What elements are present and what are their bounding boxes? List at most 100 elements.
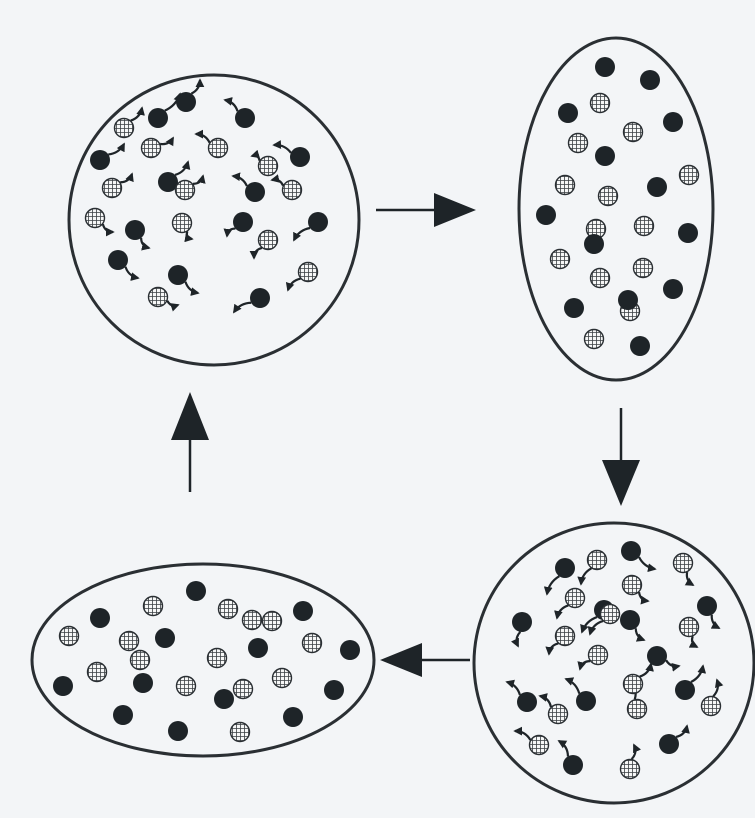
motion-arrow [515, 731, 530, 740]
panel-bottom-right [474, 523, 754, 803]
hatched-particle [623, 576, 649, 602]
motion-arrow [639, 592, 648, 601]
hatched-particle [624, 123, 643, 142]
dark-particle [214, 689, 234, 709]
hatched-particle [591, 94, 610, 113]
motion-arrow [125, 267, 138, 278]
hatched-particle [208, 649, 227, 668]
hatched-particle [219, 600, 238, 619]
motion-arrow [712, 615, 719, 628]
dark-particle [186, 581, 206, 601]
dark-particle [133, 673, 153, 693]
dark-particle [640, 70, 660, 90]
motion-arrow [252, 156, 260, 161]
dark-particle [564, 298, 584, 318]
motion-arrow [167, 301, 178, 306]
motion-arrow [687, 572, 693, 585]
hatched-particle [557, 589, 585, 619]
hatched-particle [86, 209, 114, 233]
dark-particle [675, 666, 703, 700]
dark-particle [595, 146, 615, 166]
dark-particle [294, 212, 328, 240]
hatched-particle [591, 269, 610, 288]
dark-particle [678, 223, 698, 243]
motion-arrow [120, 174, 132, 182]
hatched-particle [556, 176, 575, 195]
dark-particle [547, 558, 575, 594]
motion-arrow [632, 745, 636, 759]
motion-arrow [636, 628, 644, 640]
motion-arrow [191, 80, 200, 94]
dark-particle [293, 601, 313, 621]
motion-arrow [666, 660, 679, 666]
hatched-particle [60, 627, 79, 646]
hatched-particle [149, 288, 179, 307]
motion-arrow [547, 576, 559, 594]
dark-particle [113, 705, 133, 725]
motion-arrow [227, 229, 235, 236]
hatched-particle [303, 634, 322, 653]
panel-bottom-left [32, 564, 374, 756]
dark-particle [618, 290, 638, 310]
hatched-particle [515, 731, 549, 755]
hatched-particle [272, 180, 302, 200]
hatched-particle [599, 187, 618, 206]
dark-particle [248, 638, 268, 658]
motion-arrow [187, 231, 192, 239]
dark-particle [274, 145, 310, 167]
hatched-particle [252, 156, 278, 176]
hatched-particle [540, 696, 568, 724]
hatched-particle [144, 597, 163, 616]
hatched-particle [624, 664, 652, 694]
motion-arrow [225, 100, 238, 111]
hatched-particle [288, 263, 318, 291]
dark-particle [512, 612, 532, 646]
dark-particle [630, 336, 650, 356]
hatched-particle [634, 259, 653, 278]
motion-arrow [566, 679, 579, 694]
cycle-arrow-right [376, 193, 476, 227]
hatched-particle [702, 680, 721, 716]
dark-particle [125, 220, 149, 248]
motion-arrow [590, 621, 603, 634]
panel-top-left [69, 75, 359, 365]
hatched-particle [131, 651, 150, 670]
hatched-particle [273, 669, 292, 688]
motion-arrow [557, 605, 568, 618]
motion-arrow [507, 682, 520, 695]
dark-particle [340, 640, 360, 660]
hatched-particle [173, 214, 193, 240]
hatched-particle [551, 250, 570, 269]
dark-particle [148, 94, 180, 128]
panel-top-right [519, 38, 713, 380]
container-outline [474, 523, 754, 803]
dark-particle [559, 741, 583, 775]
motion-arrow [272, 180, 283, 186]
motion-arrow [141, 238, 149, 248]
hatched-particle [231, 723, 250, 742]
hatched-particle [569, 134, 588, 153]
motion-arrow [713, 680, 718, 696]
cycle-arrow-left [380, 643, 470, 677]
dark-particle [566, 679, 596, 711]
dark-particle [507, 682, 537, 712]
dark-particle [168, 265, 198, 293]
dark-particle [233, 176, 265, 202]
motion-arrow [294, 228, 310, 240]
hatched-particle [142, 138, 174, 158]
motion-arrow [540, 696, 551, 707]
hatched-particle [176, 176, 204, 200]
hatched-particle [88, 663, 107, 682]
dark-particle [621, 541, 655, 569]
dark-particle [225, 100, 255, 128]
dark-particle [176, 80, 200, 112]
motion-arrow [559, 741, 568, 756]
dark-particle [659, 726, 687, 754]
dark-particle [155, 628, 175, 648]
motion-arrow [193, 176, 203, 184]
cycle-arrow-down [602, 408, 640, 506]
motion-arrow [549, 643, 558, 654]
dark-particle [53, 676, 73, 696]
